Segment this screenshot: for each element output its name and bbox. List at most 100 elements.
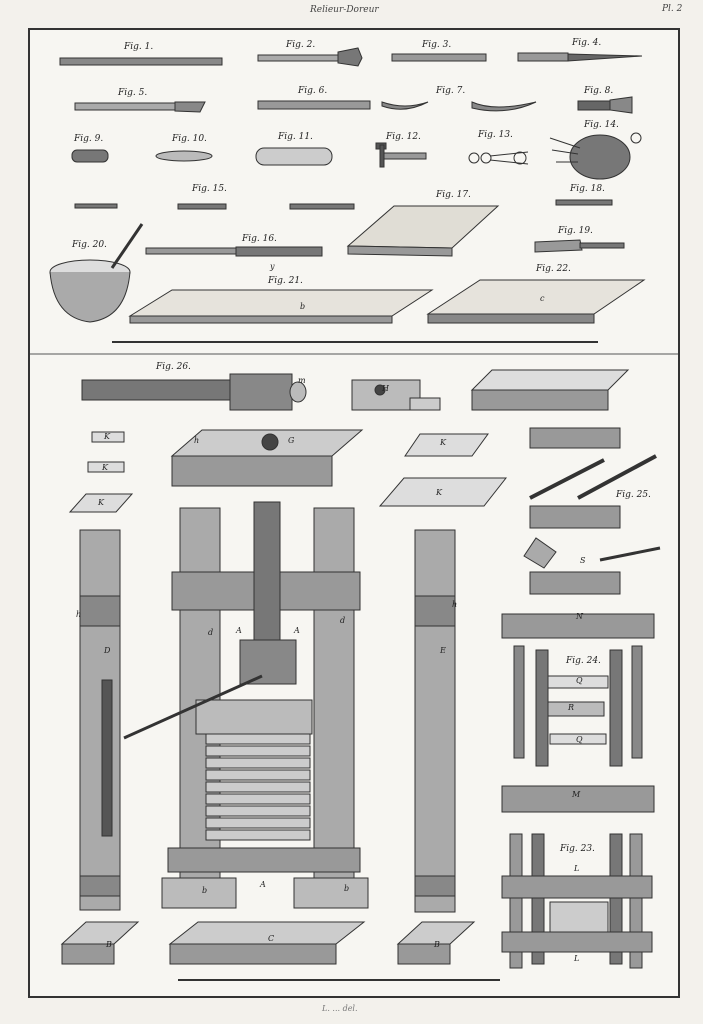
letter-h-beam: h [194,436,200,445]
board-fig17 [346,205,500,249]
tool-fig16a [177,203,227,210]
tool-fig15 [74,203,118,209]
plate-K5 [378,477,508,507]
label-fig3: Fig. 3. [422,40,452,50]
letter-d-left: d [208,628,214,637]
label-fig15: Fig. 15. [192,184,227,194]
beam-N [501,613,655,639]
foot-C [168,921,366,945]
label-fig12: Fig. 12. [386,132,421,142]
tool-fig12 [375,142,427,168]
label-fig17: Fig. 17. [436,190,471,200]
letter-h-right: h [452,600,458,609]
letter-m: m [298,376,306,385]
tool-fig10 [155,150,213,162]
tool-fig7a [381,101,429,110]
letter-Q2: Q [576,735,583,744]
label-fig7: Fig. 7. [436,86,466,96]
label-fig20: Fig. 20. [72,240,107,250]
label-fig4: Fig. 4. [572,38,602,48]
letter-K4: K [440,438,446,447]
label-fig6: Fig. 6. [298,86,328,96]
letter-D: D [104,646,111,655]
upright-D [79,529,121,911]
plate-K3 [68,493,134,513]
label-fig16: Fig. 16. [242,234,277,244]
letter-H: H [382,384,389,393]
letter-b-board: b [300,302,306,311]
letter-y: y [270,262,275,271]
label-fig5: Fig. 5. [118,88,148,98]
label-fig13: Fig. 13. [478,130,513,140]
letter-K2: K [102,463,108,472]
letter-B-right: B [434,940,440,949]
tool-fig18 [555,199,613,206]
letter-K5: K [436,488,442,497]
beam-M [501,785,655,813]
tool-fig11 [255,147,333,166]
tool-fig5 [74,101,206,113]
letter-K1: K [104,432,110,441]
letter-B-left: B [106,940,112,949]
bowl-fig20 [49,223,144,323]
plate-k2 [87,461,125,473]
letter-Q1: Q [576,676,583,685]
press-fig23 [501,833,653,969]
label-fig10: Fig. 10. [172,134,207,144]
label-fig25: Fig. 25. [616,490,651,500]
tool-fig3 [391,53,487,62]
label-fig22: Fig. 22. [536,264,571,274]
letter-E: E [440,646,446,655]
letter-c-board: c [540,294,545,303]
beam-H [351,379,441,411]
crosspiece-G [170,429,364,487]
letter-A-left: A [236,626,242,635]
board-fig22 [426,279,646,315]
tool-fig2 [257,47,363,67]
label-fig11: Fig. 11. [278,132,313,142]
upright-E [414,529,456,913]
label-fig21: Fig. 21. [268,276,303,286]
label-fig1: Fig. 1. [124,42,154,52]
letter-h-left: h [76,610,82,619]
label-fig18: Fig. 18. [570,184,605,194]
tool-fig4 [517,52,643,62]
letter-L-bottom: L [574,954,580,963]
letter-b-left: b [202,886,208,895]
press-main [123,501,369,909]
plate-K4 [404,433,489,457]
piece-S [523,537,661,595]
press-fig24 [513,645,643,767]
plate-k1 [91,431,125,443]
letter-L-top: L [574,864,580,873]
block-right-1 [529,427,621,449]
letter-M: M [572,790,581,799]
label-fig23: Fig. 23. [560,844,595,854]
tool-fig9 [71,149,109,163]
letter-b-right: b [344,884,350,893]
tool-fig13 [468,151,529,165]
footer-signature: L. ... del. [322,1004,358,1013]
label-fig2: Fig. 2. [286,40,316,50]
label-fig26: Fig. 26. [156,362,191,372]
label-fig24: Fig. 24. [566,656,601,666]
letter-G: G [288,436,295,445]
tool-fig25 [529,454,657,500]
plate-number: Pl. 2 [662,4,683,14]
board-fig21 [128,289,434,317]
tool-fig14 [549,132,642,180]
label-fig14: Fig. 14. [584,120,619,130]
letter-N: N [576,612,583,621]
tool-fig23 [145,246,323,257]
tool-fig16b [289,203,355,210]
tool-fig19 [534,239,625,253]
label-fig19: Fig. 19. [558,226,593,236]
beam-top-right [470,369,630,411]
tool-fig7b [471,101,537,112]
tool-fig8 [577,96,633,114]
letter-A-right: A [294,626,300,635]
letter-C: C [268,934,275,943]
book-stack [205,733,311,841]
letter-d-right: d [340,616,346,625]
